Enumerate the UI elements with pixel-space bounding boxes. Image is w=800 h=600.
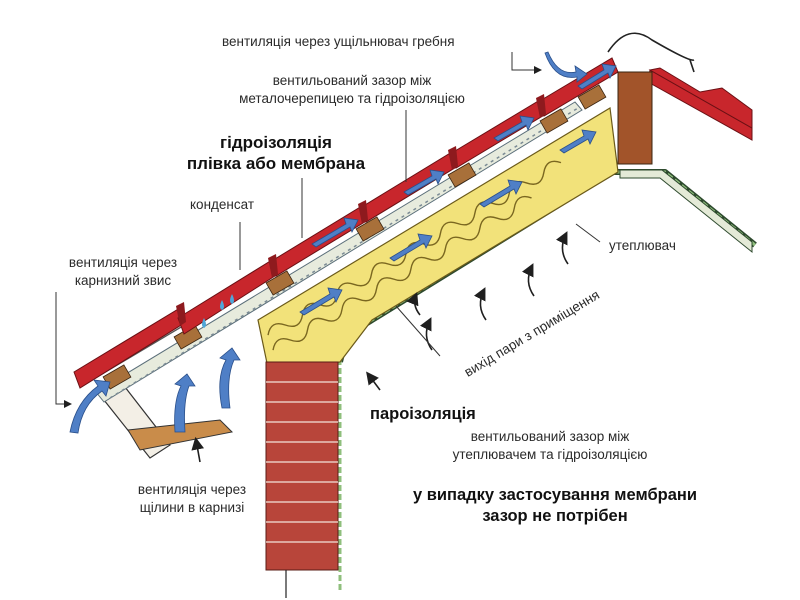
label-slot-vent: вентиляція через щілини в карнизі xyxy=(130,481,254,517)
roof-battens xyxy=(102,84,607,390)
label-condensate: конденсат xyxy=(190,197,255,212)
right-interior-wall xyxy=(619,169,753,254)
label-eave-vent: вентиляція через карнизний звис xyxy=(56,254,190,290)
ridge-post xyxy=(617,71,653,165)
label-eave-vent-line2: карнизний звис xyxy=(74,273,172,288)
label-insulation-gap-line2: утеплювачем та гідроізоляцією xyxy=(452,447,648,462)
label-membrane-note: у випадку застосування мембрани зазор не… xyxy=(387,485,723,527)
label-insulation-gap-line1: вентильований зазор між xyxy=(470,429,630,444)
leader-lines xyxy=(55,52,601,408)
label-waterproofing: гідроізоляція плівка або мембрана xyxy=(178,132,374,174)
label-membrane-note-line1: у випадку застосування мембрани xyxy=(412,486,698,504)
tile-step-shadows xyxy=(176,94,546,326)
label-vapour-barrier: пароізоляція xyxy=(370,405,476,423)
condensate-drops xyxy=(202,294,234,328)
ridge-cap xyxy=(607,32,695,61)
label-insulation-gap: вентильований зазор між утеплювачем та г… xyxy=(416,428,684,464)
label-slot-vent-line1: вентиляція через xyxy=(137,482,247,497)
label-waterproofing-line1: гідроізоляція xyxy=(220,133,332,152)
insulation-wave-pattern-2 xyxy=(272,195,532,351)
eave-soffit-board xyxy=(127,419,234,451)
label-tile-gap-line1: вентильований зазор між xyxy=(272,73,432,88)
ridge-cap-hook xyxy=(689,59,695,73)
label-slot-vent-line2: щілини в карнизі xyxy=(139,500,245,515)
brick-wall xyxy=(265,361,339,598)
airflow-arrows xyxy=(69,51,617,434)
label-eave-vent-line1: вентиляція через xyxy=(68,255,178,270)
membrane-hatch xyxy=(109,107,579,399)
label-membrane-note-line2: зазор не потрібен xyxy=(482,507,628,525)
label-ridge-vent: вентиляція через ущільнювач гребня xyxy=(222,34,455,49)
vapour-arrows xyxy=(191,231,569,463)
label-tile-gap-line2: металочерепицею та гідроізоляцією xyxy=(239,91,465,106)
label-waterproofing-line2: плівка або мембрана xyxy=(186,154,366,173)
label-tile-gap: вентильований зазор між металочерепицею … xyxy=(221,72,483,108)
right-slope-tile-2 xyxy=(648,67,753,129)
label-insulation: утеплювач xyxy=(609,238,676,253)
